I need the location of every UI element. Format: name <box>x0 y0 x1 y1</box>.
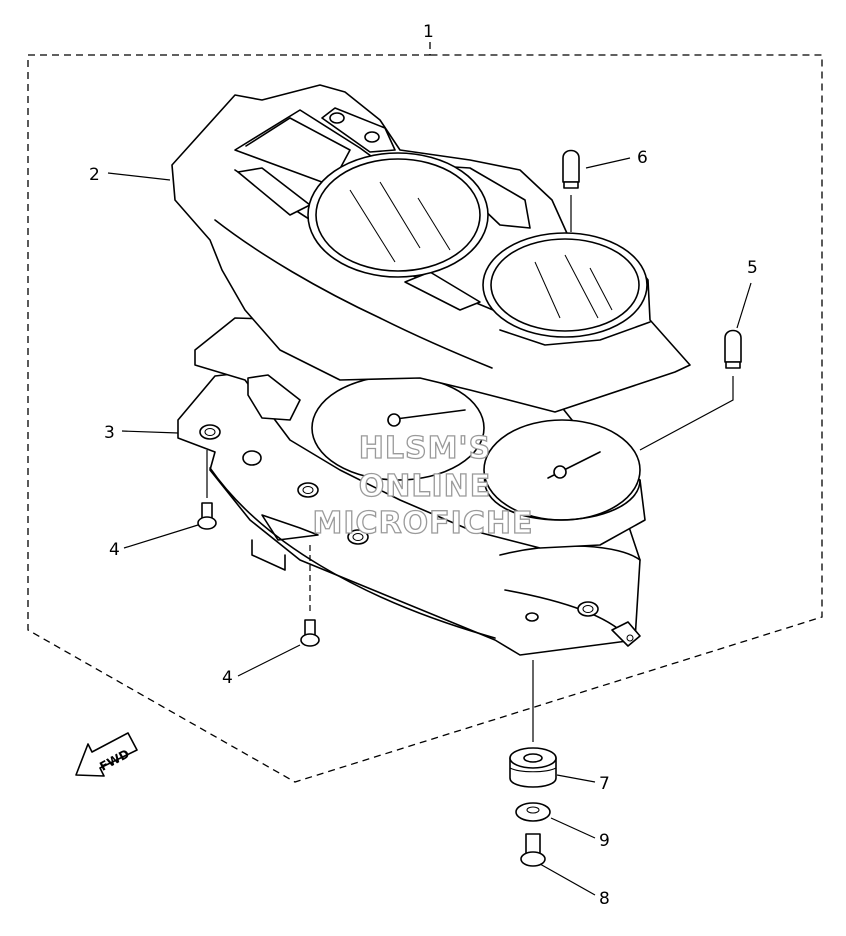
callout-8: 8 <box>599 889 610 909</box>
bolt-8 <box>520 833 546 867</box>
callout-4b: 4 <box>222 668 233 688</box>
screw-4-lower <box>300 545 320 647</box>
washer-9 <box>515 802 551 822</box>
watermark-line-2: ONLINE <box>359 469 492 504</box>
callout-3: 3 <box>104 423 115 443</box>
watermark-line-3: MICROFICHE <box>313 506 534 541</box>
fwd-arrow-icon: FWD <box>75 732 138 777</box>
boss-b <box>297 482 319 498</box>
callout-4a: 4 <box>109 540 120 560</box>
bulb-5 <box>639 329 742 451</box>
watermark: HLSM'S ONLINE MICROFICHE <box>312 430 534 541</box>
callout-1: 1 <box>423 22 434 42</box>
screw-4-left <box>197 450 217 530</box>
watermark-line-1: HLSM'S <box>359 431 491 466</box>
meter-assembly <box>194 317 646 549</box>
boss-c <box>347 529 369 545</box>
upper-cover-part <box>171 84 691 413</box>
boss-d <box>577 601 599 617</box>
callout-9: 9 <box>599 831 610 851</box>
callout-2: 2 <box>89 165 100 185</box>
callout-5: 5 <box>747 258 758 278</box>
grommet-7 <box>509 747 557 788</box>
callout-7: 7 <box>599 774 610 794</box>
boss-a <box>199 424 221 440</box>
bulb-6 <box>562 149 580 232</box>
callout-6: 6 <box>637 148 648 168</box>
assembly-boundary <box>27 42 823 783</box>
